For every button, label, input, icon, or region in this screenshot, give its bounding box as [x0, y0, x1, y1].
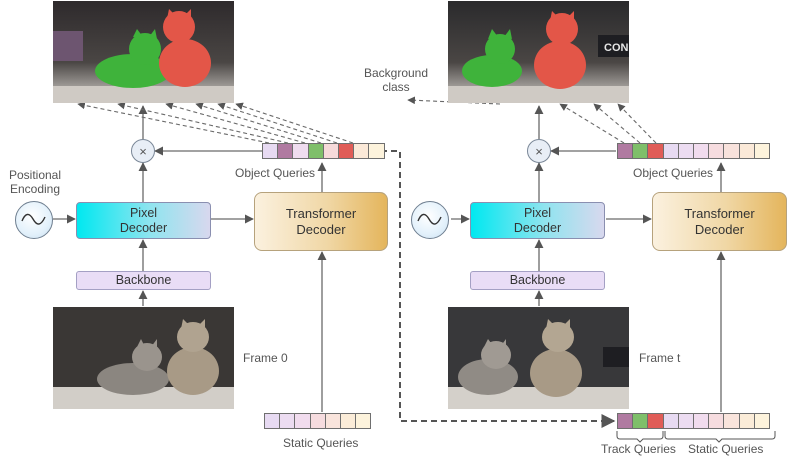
- track-static-query-cell-9: [753, 413, 770, 429]
- frame-0-image: [53, 307, 234, 409]
- object-query-cell-right-2: [647, 143, 664, 159]
- object-query-cell-left-5: [337, 143, 355, 159]
- object-query-cell-left-0: [262, 143, 279, 159]
- track-queries-label: Track Queries: [601, 442, 676, 456]
- object-query-cell-left-4: [322, 143, 339, 159]
- dashed-q2-left: [117, 101, 289, 144]
- static-query-cell-left-5: [339, 413, 357, 429]
- object-query-cell-left-1: [277, 143, 294, 159]
- static-query-cell-left-6: [355, 413, 372, 429]
- multiply-icon-right: ×: [527, 139, 551, 163]
- frame-t-image: [448, 307, 629, 409]
- frame-0-label: Frame 0: [243, 351, 288, 365]
- dashed-bg-right: [407, 96, 501, 105]
- positional-encoding-icon: [15, 201, 53, 239]
- static-query-cell-left-4: [324, 413, 341, 429]
- object-query-cell-left-7: [368, 143, 385, 159]
- object-query-cell-right-9: [753, 143, 770, 159]
- object-query-cell-left-3: [307, 143, 324, 159]
- static-query-cell-left-1: [279, 413, 296, 429]
- track-static-query-cell-0: [617, 413, 634, 429]
- object-queries-label-right: Object Queries: [633, 166, 714, 180]
- static-query-cell-left-3: [309, 413, 326, 429]
- track-queries-brace: [616, 431, 664, 443]
- background-class-label: Background class: [363, 66, 429, 94]
- positional-encoding-label: Positional Encoding: [8, 168, 62, 196]
- pixel-decoder-left: Pixel Decoder: [76, 202, 211, 239]
- track-static-query-cell-7: [723, 413, 740, 429]
- object-query-cell-right-4: [677, 143, 694, 159]
- object-query-cell-right-6: [708, 143, 725, 159]
- track-static-query-cell-1: [632, 413, 649, 429]
- svg-text:CON: CON: [604, 42, 629, 54]
- track-static-query-cell-6: [708, 413, 725, 429]
- object-query-cell-right-7: [723, 143, 740, 159]
- dashed-q6-left: [235, 102, 354, 144]
- dashed-q1-left: [77, 101, 270, 144]
- track-static-query-cell-2: [647, 413, 664, 429]
- track-static-query-cell-8: [738, 413, 755, 429]
- pixel-decoder-right: Pixel Decoder: [470, 202, 605, 239]
- object-queries-right: [617, 143, 770, 159]
- static-query-cell-left-2: [294, 413, 311, 429]
- track-static-query-cell-5: [692, 413, 710, 429]
- positional-encoding-icon-right: [411, 201, 449, 239]
- static-query-cell-left-0: [264, 413, 281, 429]
- static-queries-brace: [664, 431, 776, 443]
- object-queries-left: [262, 143, 385, 159]
- static-queries-label-left: Static Queries: [283, 436, 359, 450]
- dashed-q3-left: [165, 102, 306, 144]
- dashed-track-connector: [381, 150, 616, 428]
- transformer-decoder-right: Transformer Decoder: [652, 192, 787, 251]
- multiply-icon-left: ×: [131, 139, 155, 163]
- track-and-static-queries-right: [617, 413, 770, 429]
- output-mask-image-right: CON: [448, 1, 629, 103]
- backbone-left: Backbone: [76, 271, 211, 290]
- object-query-cell-right-8: [738, 143, 755, 159]
- static-queries-label-right: Static Queries: [688, 442, 764, 456]
- dashed-q2-right: [593, 103, 641, 144]
- static-queries-left: [264, 413, 372, 429]
- transformer-decoder-left: Transformer Decoder: [254, 192, 388, 251]
- object-queries-label-left: Object Queries: [235, 166, 316, 180]
- object-query-cell-right-0: [617, 143, 634, 159]
- backbone-right: Backbone: [470, 271, 605, 290]
- object-query-cell-left-6: [353, 143, 370, 159]
- object-query-cell-left-2: [292, 143, 309, 159]
- track-static-query-cell-3: [662, 413, 679, 429]
- track-static-query-cell-4: [677, 413, 694, 429]
- output-mask-image-left: [53, 1, 234, 103]
- dashed-q4-left: [195, 102, 322, 144]
- object-query-cell-right-5: [692, 143, 710, 159]
- object-query-cell-right-3: [662, 143, 679, 159]
- object-query-cell-right-1: [632, 143, 649, 159]
- dashed-q3-right: [617, 103, 657, 144]
- dashed-q1-right: [559, 103, 625, 144]
- frame-t-label: Frame t: [639, 351, 681, 365]
